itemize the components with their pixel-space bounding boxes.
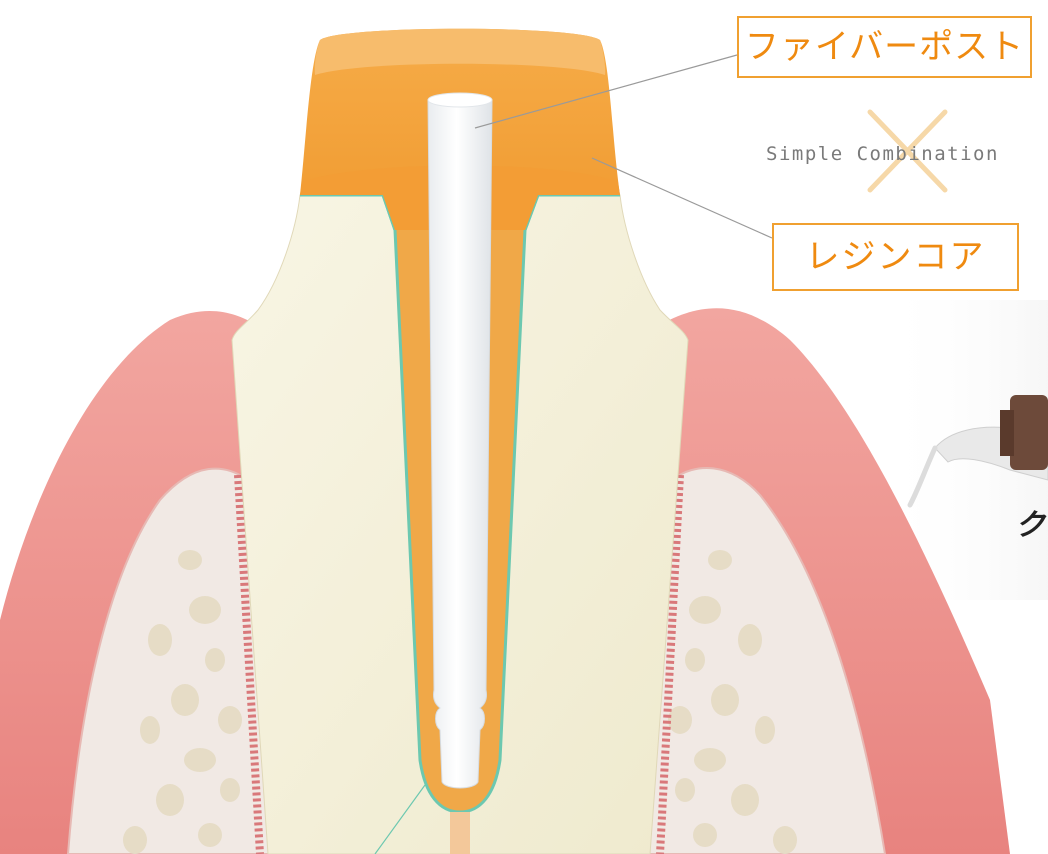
fiber-post-label: ファイバーポスト [737, 16, 1032, 78]
product-name-partial: クリ [1015, 500, 1048, 544]
tagline: Simple Combination [766, 143, 1026, 165]
resin-core-label: レジンコア [772, 223, 1019, 291]
gutta-percha [450, 812, 470, 854]
fiber-post [428, 93, 492, 788]
